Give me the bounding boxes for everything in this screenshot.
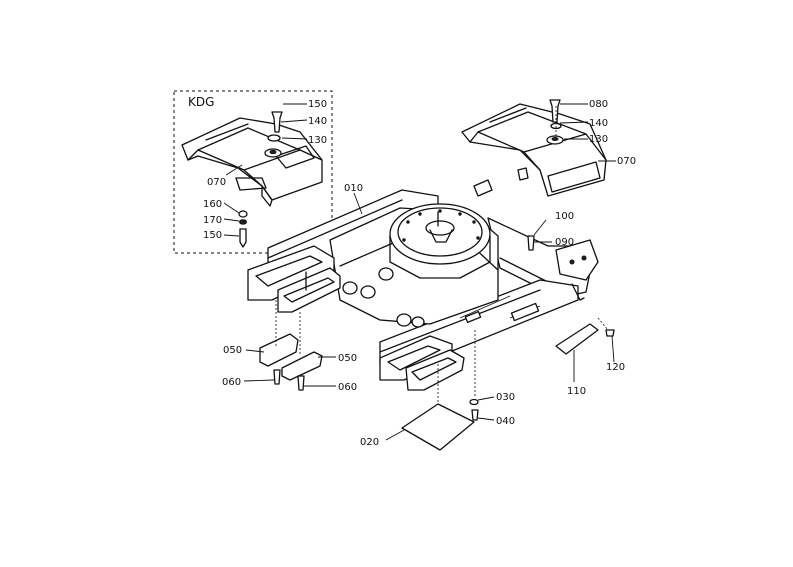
bolt-060-left-icon [273, 369, 281, 385]
callout-030: 030 [496, 392, 515, 403]
callout-inset-070: 070 [207, 177, 226, 188]
callout-060-left: 060 [222, 377, 241, 388]
callout-labels: 080 140 130 070 010 100 090 050 050 060 … [222, 99, 636, 448]
plate-050-left-icon [259, 333, 299, 367]
washer-030-icon [469, 398, 479, 406]
inset-cover-070 [181, 117, 323, 207]
callout-inset-150-bottom: 150 [203, 230, 222, 241]
bolt-090-icon [527, 235, 535, 251]
inset-title: KDG [188, 95, 214, 109]
cover-070 [461, 103, 607, 197]
plate-050-right-icon [281, 351, 323, 381]
callout-060-right: 060 [338, 382, 357, 393]
bolt-080-icon [549, 99, 561, 123]
callout-050-right: 050 [338, 353, 357, 364]
callout-inset-130: 130 [308, 135, 327, 146]
callout-130: 130 [589, 134, 608, 145]
callout-140: 140 [589, 118, 608, 129]
inset-bolt-150-top-icon [271, 111, 283, 133]
bolt-120-icon [605, 329, 615, 337]
inset-bolt-150-bottom-icon [239, 228, 247, 248]
track-frame-010 [247, 179, 599, 391]
callout-020: 020 [360, 437, 379, 448]
callout-110: 110 [567, 386, 586, 397]
cover-plate-020-icon [401, 403, 475, 451]
bolt-040-icon [471, 409, 479, 421]
callout-070: 070 [617, 156, 636, 167]
inset-border [173, 90, 333, 254]
callout-100: 100 [555, 211, 574, 222]
inset-washer-160-icon [238, 210, 248, 218]
callout-120: 120 [606, 362, 625, 373]
callout-inset-160: 160 [203, 199, 222, 210]
callout-010: 010 [344, 183, 363, 194]
inset-washer-170-icon [239, 219, 247, 225]
callout-inset-170: 170 [203, 215, 222, 226]
leader-lines [243, 103, 616, 441]
kdg-inset: KDG 150 140 130 070 [173, 90, 333, 254]
bolt-060-right-icon [297, 375, 305, 391]
callout-050-left: 050 [223, 345, 242, 356]
callout-inset-150-top: 150 [308, 99, 327, 110]
plate-110-icon [555, 323, 599, 355]
callout-040: 040 [496, 416, 515, 427]
callout-080: 080 [589, 99, 608, 110]
callout-090: 090 [555, 237, 574, 248]
callout-inset-140: 140 [308, 116, 327, 127]
